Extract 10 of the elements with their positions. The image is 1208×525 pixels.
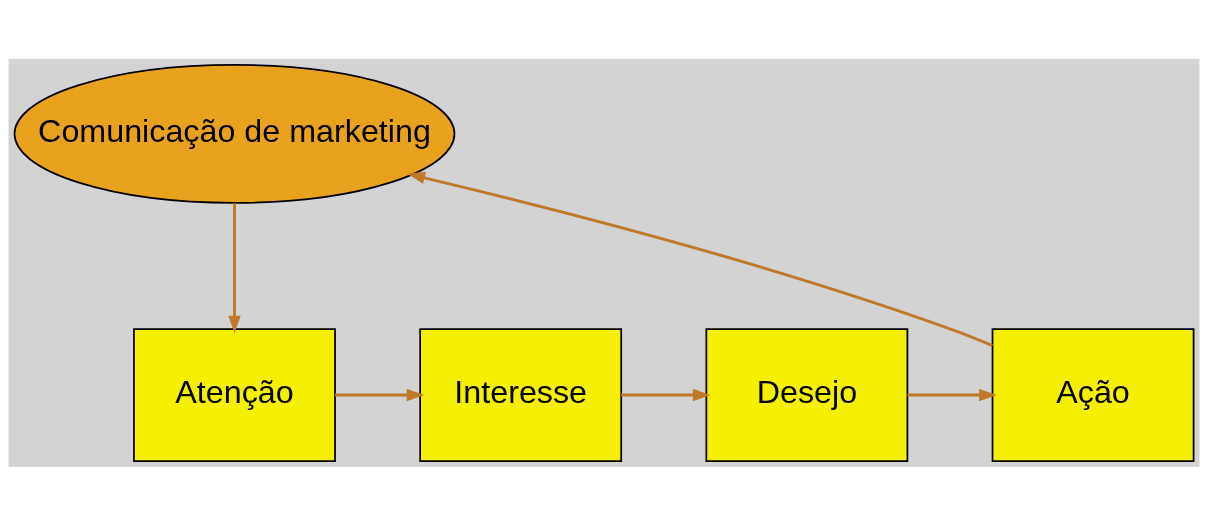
arrow bbox=[907, 388, 997, 401]
arrow bbox=[228, 202, 241, 333]
node-box: Atenção bbox=[133, 327, 336, 462]
node-box: Interesse bbox=[419, 327, 623, 462]
arrow bbox=[335, 388, 425, 401]
node-box: Ação bbox=[991, 327, 1195, 462]
arrow bbox=[621, 388, 711, 401]
arrow bbox=[407, 171, 993, 347]
node-box: Desejo bbox=[705, 327, 909, 462]
node-ellipse: Comunicação de marketing bbox=[13, 63, 456, 204]
